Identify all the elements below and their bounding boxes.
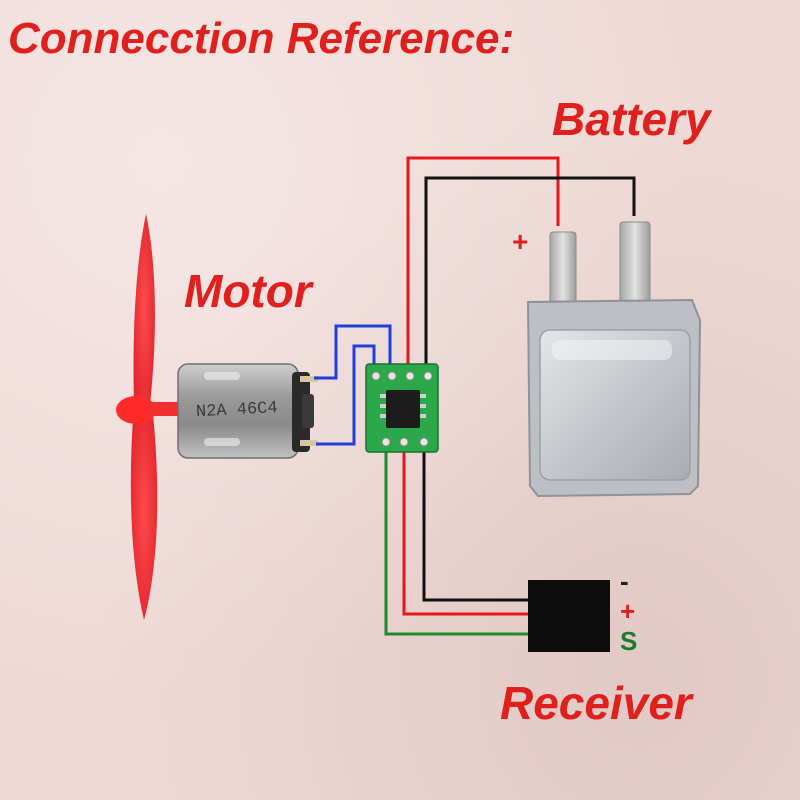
receiver-label: Receiver — [500, 677, 692, 729]
battery — [526, 221, 702, 498]
propeller — [116, 214, 184, 620]
wire-motor-1 — [314, 324, 392, 380]
receiver-minus-marker: - — [620, 566, 629, 596]
diagram-title: Connecction Reference: — [8, 14, 515, 63]
battery-positive-marker: + — [512, 226, 529, 257]
propeller-blade-bottom — [130, 404, 158, 620]
esc-chip — [386, 390, 420, 428]
motor-endcap — [292, 372, 310, 452]
battery-tab-positive — [549, 231, 577, 313]
receiver-module — [528, 580, 610, 652]
wire-battery-positive — [406, 156, 560, 374]
wire-receiver-positive — [402, 444, 528, 616]
motor-marking: N2A 46C4 — [196, 399, 279, 422]
propeller-shaft — [150, 402, 184, 416]
battery-body — [539, 329, 691, 481]
receiver-signal-marker: S — [620, 626, 638, 656]
wire-battery-negative — [424, 176, 636, 374]
propeller-blade-top — [133, 214, 155, 404]
wires — [314, 156, 636, 636]
motor: N2A 46C4 — [177, 363, 318, 459]
wire-receiver-signal — [384, 444, 528, 636]
wire-receiver-ground — [422, 444, 528, 602]
battery-label: Battery — [552, 93, 711, 145]
battery-tab-negative — [619, 221, 651, 311]
receiver-plus-marker: + — [620, 596, 636, 626]
propeller-hub — [116, 396, 156, 424]
motor-label: Motor — [184, 265, 312, 317]
wire-motor-2 — [316, 344, 376, 446]
motor-bearing — [302, 394, 314, 428]
esc-board — [365, 363, 439, 453]
